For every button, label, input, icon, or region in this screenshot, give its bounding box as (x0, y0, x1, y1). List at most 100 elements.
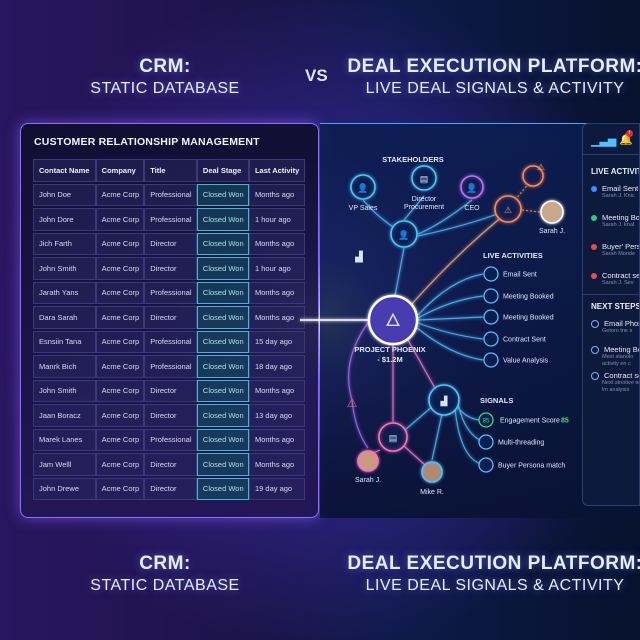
mike-avatar[interactable] (421, 461, 443, 483)
signal-item[interactable]: Buyer Persona match (498, 463, 565, 470)
contact-name-cell: John Smith (33, 257, 96, 280)
live-activity-item[interactable]: Meeting Booked (503, 294, 554, 301)
signal-item[interactable]: Multi-threading (498, 440, 544, 447)
sidebar-live-item[interactable]: Meeting BookedSarah J. knal (591, 213, 640, 229)
user-icon: 👤 (357, 182, 368, 193)
last-activity-cell: Months ago (248, 306, 305, 329)
checkbox-icon[interactable] (591, 320, 599, 329)
next-step-item[interactable]: Meeting BookedMext stanolo activity en c (591, 345, 639, 368)
sidebar-live-item[interactable]: Buyer' PersonaSarah Monde (591, 242, 639, 258)
director-node[interactable] (411, 165, 437, 191)
title-cell: Professional (144, 355, 197, 378)
live-activity-item-icon (483, 331, 499, 347)
company-cell: Acme Corp (95, 306, 145, 329)
analytics-icon[interactable]: ▁▃▅ (591, 135, 617, 147)
next-step-item[interactable]: Contract sentNext stnotive te lm analysi… (591, 371, 639, 394)
next-steps-title: NEXT STEPS (591, 302, 640, 311)
alert-node[interactable] (494, 195, 522, 223)
document-icon: ▤ (389, 433, 398, 443)
next-step-item[interactable]: Email PhoseGetoro tne s (591, 319, 639, 335)
sidebar-live-item[interactable]: Contract sentSarah J. Sev (591, 271, 639, 287)
stakeholder-hub-node[interactable] (390, 220, 418, 248)
signal-item-icon (478, 457, 494, 473)
deal-stage-cell: Closed Won (196, 355, 249, 378)
company-cell: Acme Corp (95, 453, 145, 476)
company-cell: Acme Corp (95, 355, 145, 378)
item-sub: Sarah Monde (602, 251, 636, 257)
deal-stage-cell: Closed Won (196, 257, 249, 280)
company-cell: Acme Corp (95, 183, 145, 206)
contact-name-cell: Jaan Boracz (33, 404, 96, 427)
last-activity-cell: Months ago (248, 281, 305, 304)
status-dot-icon (591, 215, 597, 222)
item-sub: Getoro tne s (602, 328, 633, 335)
live-activity-item[interactable]: Contract Sent (503, 337, 546, 344)
title-cell: Professional (144, 330, 197, 353)
deal-stage-cell: Closed Won (196, 453, 249, 476)
bell-icon[interactable]: 🔔 (619, 134, 633, 146)
live-activity-item[interactable]: Email Sent (503, 272, 537, 279)
contact-name-cell: Manrk Bich (33, 355, 96, 378)
contact-name-cell: John Drewe (33, 477, 96, 500)
status-dot-icon (591, 244, 597, 251)
alert-node[interactable] (522, 165, 544, 187)
title-cell: Director (144, 257, 197, 280)
node-icons: 👤▤ 👤👤 ⚠⚠ ⚠ 🜂 ▟▤ ▟ (347, 162, 545, 443)
notification-badge: ! (626, 130, 633, 137)
sarah-avatar[interactable] (357, 450, 379, 472)
project-hub-node[interactable] (367, 294, 419, 346)
ceo-node[interactable] (460, 175, 484, 199)
column-header[interactable]: Deal Stage (196, 159, 249, 182)
column-header[interactable]: Company (95, 159, 145, 182)
live-activity-item[interactable]: Meeting Booked (503, 315, 554, 322)
bar-chart-icon: ▟ (354, 250, 363, 263)
item-label: Meeting Booked (602, 213, 640, 222)
company-cell: Acme Corp (95, 232, 145, 255)
live-activity-item[interactable]: Value Analysis (503, 358, 549, 365)
last-activity-cell: Months ago (248, 183, 305, 206)
last-activity-cell: 19 day ago (248, 477, 305, 500)
company-cell: Acme Corp (95, 257, 145, 280)
deal-stage-cell: Closed Won (196, 379, 249, 402)
contact-name-cell: John Dore (33, 208, 96, 231)
crm-heading: CRM: STATIC DATABASE (15, 56, 315, 98)
platform-footer-heading: DEAL EXECUTION PLATFORM: LIVE DEAL SIGNA… (345, 553, 640, 595)
company-cell: Acme Corp (95, 477, 145, 500)
contact-name-cell: Jarath Yans (33, 281, 96, 304)
vp-sales-node[interactable] (350, 174, 376, 200)
title-cell: Director (144, 232, 197, 255)
document-node[interactable] (378, 422, 408, 452)
item-label: Contract sent (604, 371, 639, 380)
contact-name-cell: John Doe (33, 183, 96, 206)
column-header[interactable]: Title (144, 159, 197, 182)
sarah-avatar[interactable] (540, 200, 564, 224)
column-header[interactable]: Last Activity (248, 159, 305, 182)
crm-panel: CUSTOMER RELATIONSHIP MANAGEMENT Contact… (20, 123, 319, 518)
heading-subtitle: LIVE DEAL SIGNALS & ACTIVITY (365, 80, 625, 97)
title-cell: Director (144, 306, 197, 329)
checkbox-icon[interactable] (591, 346, 599, 355)
deal-stage-cell: Closed Won (196, 477, 249, 500)
signal-item[interactable]: Engagement Score (500, 418, 560, 425)
checkbox-icon[interactable] (591, 372, 599, 381)
signals-hub-node[interactable] (428, 384, 460, 416)
item-sub: Sarah J. Knic (602, 193, 635, 199)
contact-name-cell: Jich Farth (33, 232, 96, 255)
item-sub: Sarah J. Sev (602, 280, 634, 286)
column-header[interactable]: Contact Name (33, 159, 96, 182)
